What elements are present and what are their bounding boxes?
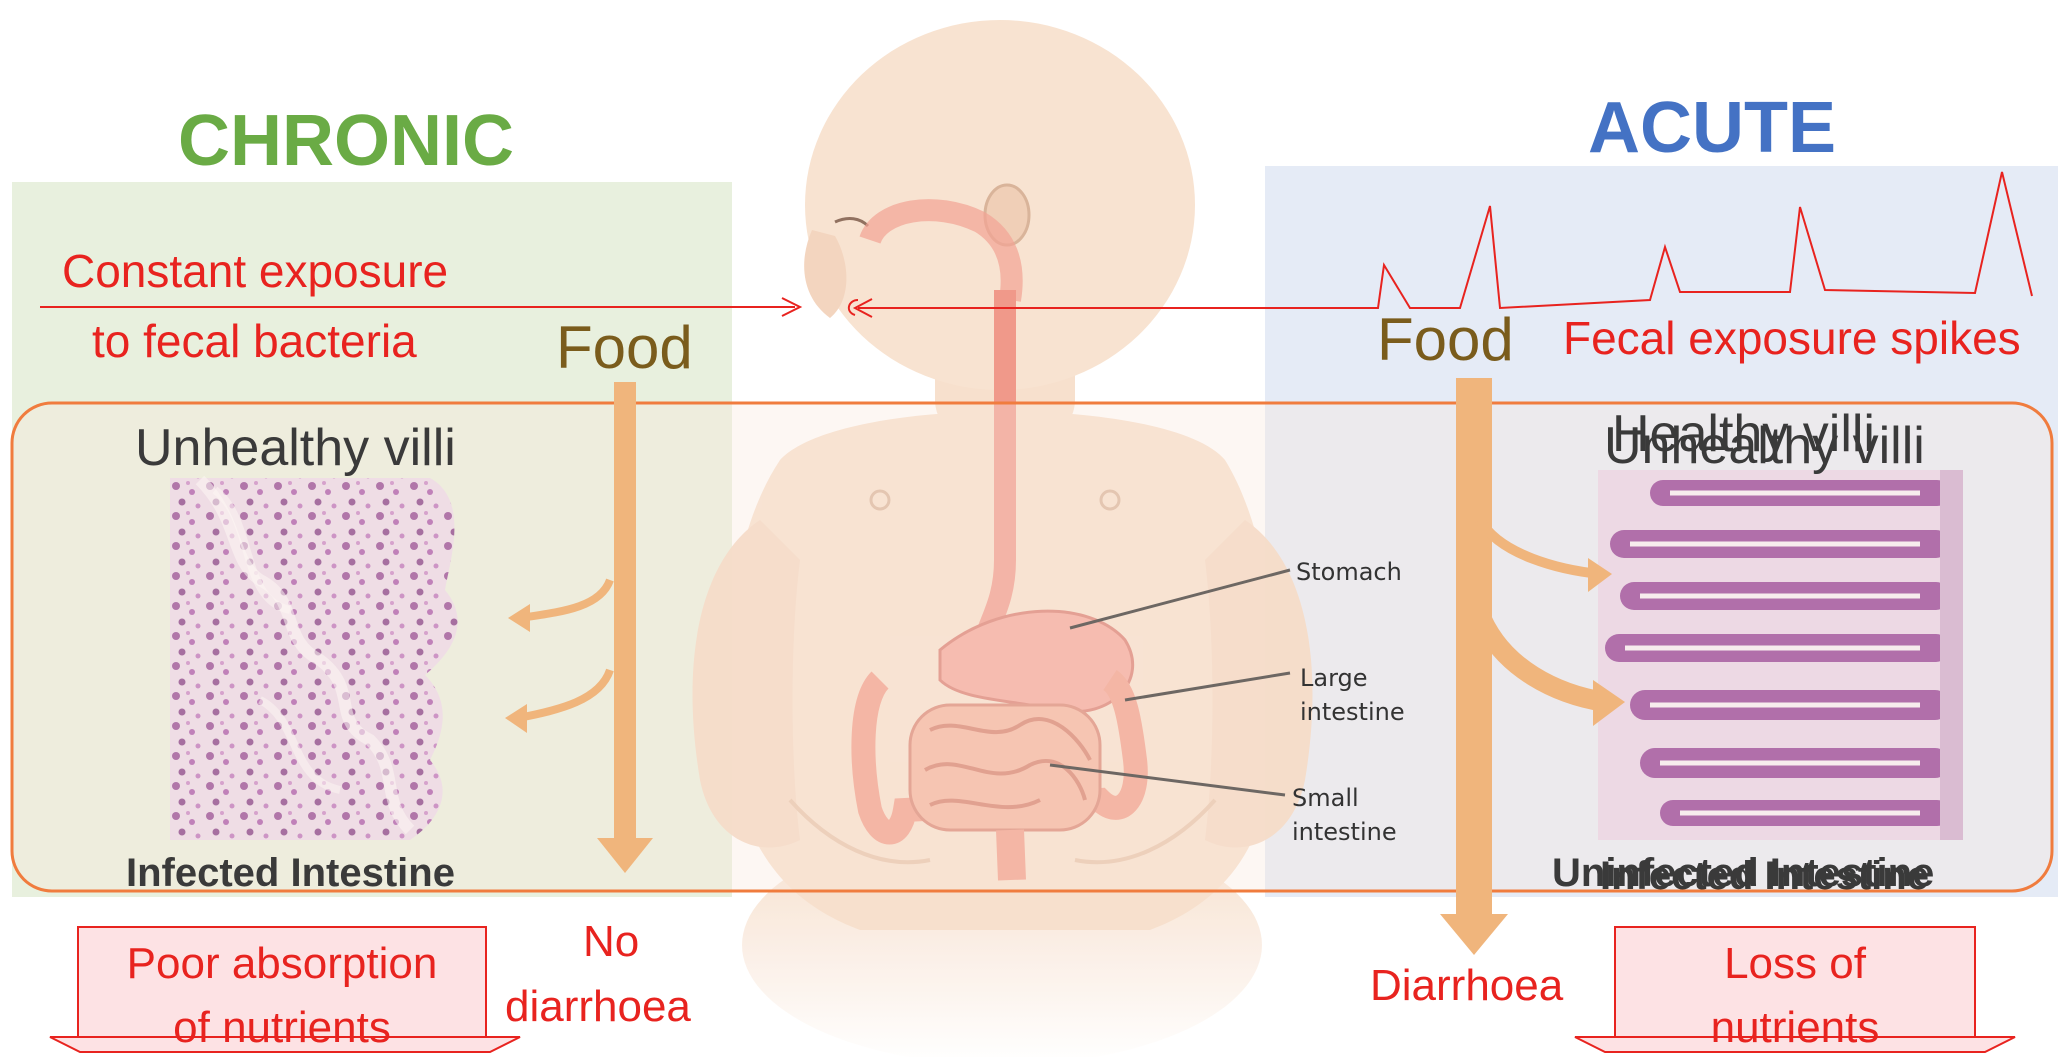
acute-outcome-line2: nutrients <box>1615 996 1975 1060</box>
diarrhoea-label: Diarrhoea <box>1370 964 1563 1008</box>
small-intestine-label-line1: Small <box>1292 786 1359 810</box>
acute-outcome-line1: Loss of <box>1615 932 1975 996</box>
chronic-villi-label: Unhealthy villi <box>135 422 456 474</box>
large-intestine-label-line1: Large <box>1300 666 1368 690</box>
small-intestine-label-line2: intestine <box>1292 820 1397 844</box>
chronic-outcome-text: Poor absorption of nutrients <box>78 932 486 1060</box>
chronic-outcome-line1: Poor absorption <box>78 932 486 996</box>
acute-villi-label-b: Unhealthy villi <box>1604 420 1925 472</box>
acute-title: ACUTE <box>1588 92 1836 164</box>
chronic-exposure-line1: Constant exposure <box>62 248 448 294</box>
acute-outcome-text: Loss of nutrients <box>1615 932 1975 1060</box>
acute-spikes-label: Fecal exposure spikes <box>1563 315 2021 361</box>
chronic-food-label: Food <box>556 318 693 378</box>
acute-intestine-label-b: Infected Intestine <box>1600 856 1929 896</box>
no-diarrhoea-line1: No <box>583 920 639 964</box>
acute-food-label: Food <box>1377 310 1514 370</box>
chronic-outcome-line2: of nutrients <box>78 996 486 1060</box>
chronic-exposure-line2: to fecal bacteria <box>92 318 417 364</box>
chronic-title: CHRONIC <box>178 105 514 177</box>
stomach-label: Stomach <box>1296 560 1402 584</box>
chronic-intestine-label: Infected Intestine <box>126 853 455 893</box>
no-diarrhoea-line2: diarrhoea <box>505 985 691 1029</box>
large-intestine-label-line2: intestine <box>1300 700 1405 724</box>
